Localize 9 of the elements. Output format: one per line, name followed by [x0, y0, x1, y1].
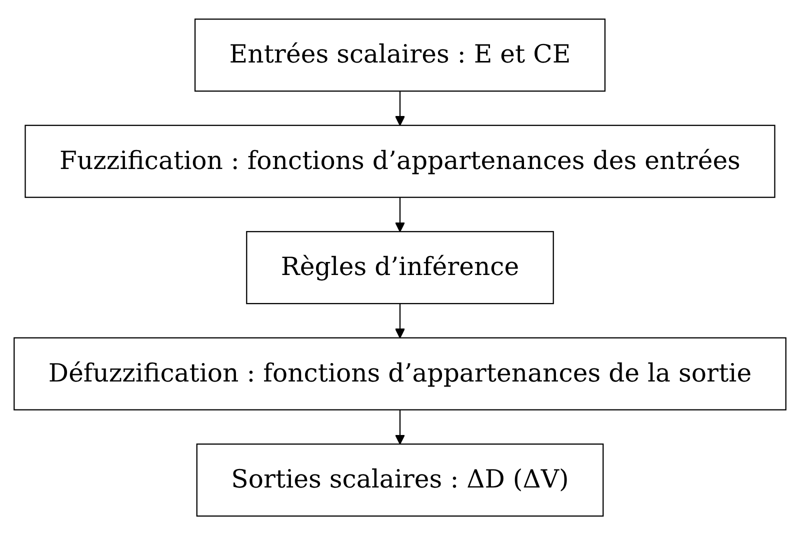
arrow — [394, 198, 405, 232]
node-box: Règles d’inférence — [246, 231, 554, 305]
arrow — [394, 92, 405, 126]
node-box: Défuzzification : fonctions d’appartenances de la sortie — [13, 338, 786, 411]
arrow — [394, 304, 405, 339]
node-box: Sorties scalaires : ΔD (ΔV) — [196, 444, 604, 518]
arrow — [394, 410, 405, 445]
node-box: Fuzzification : fonctions d’appartenances des entrées — [24, 125, 775, 198]
node-box: Entrées scalaires : E et CE — [194, 18, 606, 92]
